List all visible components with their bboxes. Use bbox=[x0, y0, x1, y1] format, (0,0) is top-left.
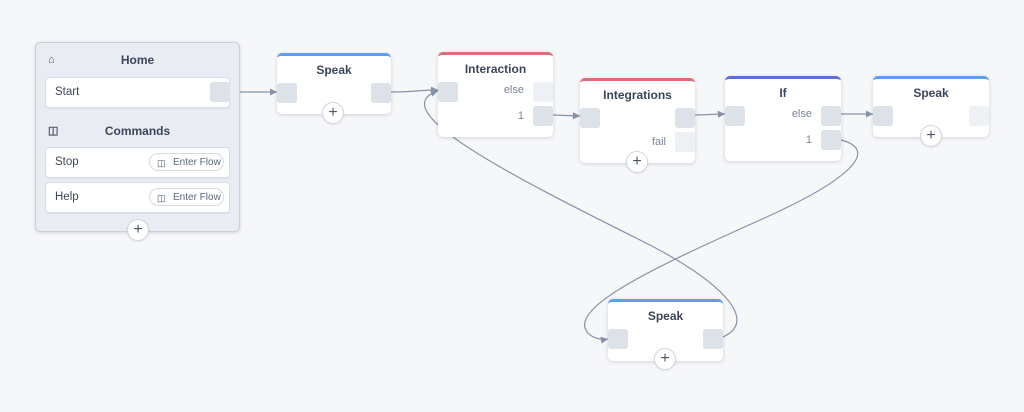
home-block[interactable]: ⌂ Home Start ◫ Commands Stop ◫ Enter Flo… bbox=[35, 42, 240, 232]
condition-one-port[interactable] bbox=[821, 130, 841, 150]
block-title: If bbox=[779, 86, 787, 100]
command-label-help: Help bbox=[55, 191, 79, 203]
out-port[interactable] bbox=[703, 329, 723, 349]
out-port[interactable] bbox=[371, 83, 391, 103]
enter-flow-button-stop[interactable]: ◫ Enter Flow bbox=[149, 153, 224, 171]
home-icon: ⌂ bbox=[48, 54, 55, 66]
commands-icon: ◫ bbox=[48, 125, 59, 137]
enter-flow-label: Enter Flow bbox=[173, 157, 221, 168]
block-title: Speak bbox=[316, 63, 352, 77]
home-title: Home bbox=[120, 53, 155, 67]
fail-label: fail bbox=[651, 136, 666, 148]
in-port[interactable] bbox=[608, 329, 628, 349]
speak-3-add-button[interactable]: + bbox=[654, 348, 676, 370]
link-speak-to-interaction bbox=[390, 86, 439, 94]
enter-flow-label: Enter Flow bbox=[173, 192, 221, 203]
block-title: Speak bbox=[913, 86, 949, 100]
in-port[interactable] bbox=[873, 106, 893, 126]
command-label-stop: Stop bbox=[55, 156, 79, 168]
if-block[interactable]: If else 1 bbox=[725, 76, 841, 161]
commands-title: Commands bbox=[104, 124, 171, 138]
command-row-stop[interactable]: Stop ◫ Enter Flow bbox=[45, 147, 230, 178]
flow-icon: ◫ bbox=[157, 193, 166, 203]
out-port[interactable] bbox=[969, 106, 989, 126]
speak-1-add-button[interactable]: + bbox=[322, 102, 344, 124]
choice-one-label: 1 bbox=[517, 110, 524, 122]
fail-port[interactable] bbox=[675, 132, 695, 152]
in-port[interactable] bbox=[580, 108, 600, 128]
block-title: Interaction bbox=[464, 62, 527, 76]
start-out-port[interactable] bbox=[210, 82, 230, 102]
block-title: Speak bbox=[647, 309, 684, 323]
flow-icon: ◫ bbox=[157, 158, 166, 168]
start-row[interactable]: Start bbox=[45, 77, 230, 108]
else-label: else bbox=[503, 84, 524, 96]
start-label: Start bbox=[55, 86, 80, 98]
link-interaction-to-integrations bbox=[552, 112, 581, 120]
home-add-button[interactable]: + bbox=[127, 219, 149, 241]
link-integrations-to-if bbox=[694, 110, 726, 118]
else-label: else bbox=[791, 108, 812, 120]
success-port[interactable] bbox=[675, 108, 695, 128]
enter-flow-button-help[interactable]: ◫ Enter Flow bbox=[149, 188, 224, 206]
command-row-help[interactable]: Help ◫ Enter Flow bbox=[45, 182, 230, 213]
speak-2-add-button[interactable]: + bbox=[920, 125, 942, 147]
else-port[interactable] bbox=[821, 106, 841, 126]
condition-one-label: 1 bbox=[805, 134, 812, 146]
integrations-block[interactable]: Integrations fail bbox=[580, 78, 695, 163]
interaction-block[interactable]: Interaction else 1 bbox=[438, 52, 553, 137]
in-port[interactable] bbox=[725, 106, 745, 126]
in-port[interactable] bbox=[438, 82, 458, 102]
in-port[interactable] bbox=[277, 83, 297, 103]
integrations-add-button[interactable]: + bbox=[626, 151, 648, 173]
choice-one-port[interactable] bbox=[533, 106, 553, 126]
else-port[interactable] bbox=[533, 82, 553, 102]
block-title: Integrations bbox=[603, 88, 672, 102]
